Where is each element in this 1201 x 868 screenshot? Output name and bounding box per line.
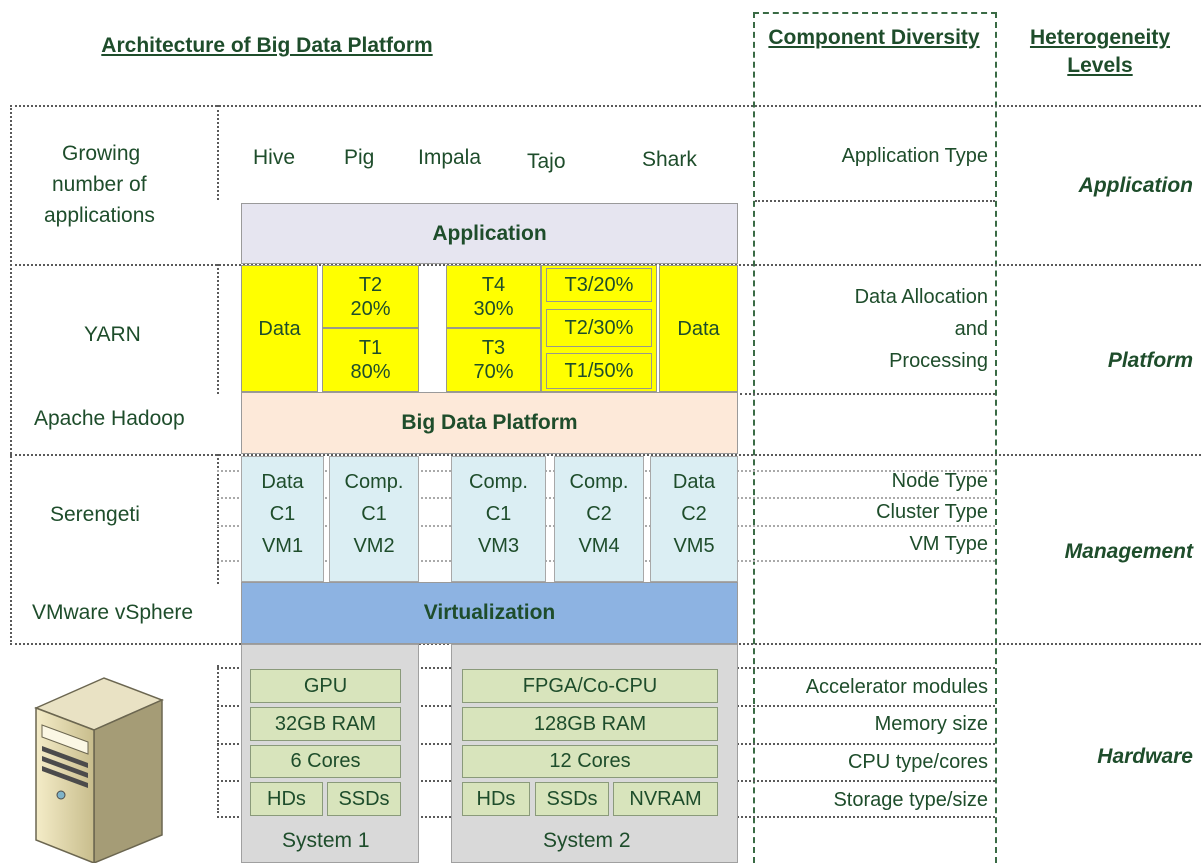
- server-icon: [24, 670, 164, 865]
- yarn-t1-50: T1/50%: [546, 353, 652, 389]
- yarn-t1-block: T1 80%: [322, 328, 419, 392]
- yarn-t3-block: T3 70%: [446, 328, 541, 392]
- component-diversity-header: Component Diversity: [768, 26, 980, 49]
- yarn-t1-pct: 80%: [350, 361, 391, 383]
- hadoop-label: Apache Hadoop: [34, 407, 185, 430]
- yarn-t2-block: T2 20%: [322, 265, 419, 328]
- vm2-cluster: C1: [361, 503, 387, 525]
- level-platform: Platform: [1107, 349, 1193, 372]
- system1-gpu: GPU: [250, 669, 401, 703]
- diversity-vm-type: VM Type: [909, 533, 988, 555]
- yarn-label: YARN: [84, 323, 141, 346]
- vm3-node-type: Comp.: [469, 471, 528, 493]
- level-hardware: Hardware: [1097, 745, 1193, 768]
- app-hive: Hive: [253, 146, 296, 169]
- yarn-t2-pct: 20%: [350, 297, 391, 320]
- yarn-t3-20: T3/20%: [546, 268, 652, 302]
- vm4-node-type: Comp.: [569, 471, 629, 493]
- vm-box-4: Comp. C2 VM4: [554, 456, 644, 582]
- vm5-node-type: Data: [672, 471, 716, 493]
- vm4-name: VM4: [578, 535, 620, 557]
- yarn-t4-block: T4 30%: [446, 265, 541, 328]
- system2-hds: HDs: [462, 782, 530, 816]
- system2-ssds: SSDs: [535, 782, 609, 816]
- diversity-memory: Memory size: [874, 713, 988, 735]
- yarn-t3-label: T3: [481, 337, 506, 359]
- vm5-cluster: C2: [681, 503, 707, 525]
- diversity-cluster-type: Cluster Type: [876, 501, 988, 523]
- diversity-data-allocation-3: Processing: [889, 350, 988, 372]
- yarn-t2-30: T2/30%: [546, 309, 652, 347]
- yarn-t1-label: T1: [358, 337, 383, 359]
- vm-box-2: Comp. C1 VM2: [329, 456, 419, 582]
- vm-box-5: Data C2 VM5: [650, 456, 738, 582]
- vm4-cluster: C2: [586, 503, 612, 525]
- virtualization-layer: Virtualization: [241, 582, 738, 644]
- diversity-row-line-1: [755, 200, 995, 202]
- growing-label-3: applications: [44, 204, 155, 227]
- diversity-data-allocation-1: Data Allocation: [854, 286, 988, 308]
- vm3-name: VM3: [477, 535, 520, 557]
- vsphere-label: VMware vSphere: [32, 601, 194, 624]
- diversity-cpu: CPU type/cores: [847, 751, 988, 773]
- diversity-data-allocation-2: and: [954, 318, 988, 340]
- diversity-right-border: [995, 12, 997, 863]
- inner-left-line-3: [217, 454, 219, 584]
- yarn-data-left: Data: [241, 265, 318, 392]
- vm1-cluster: C1: [269, 503, 296, 525]
- architecture-header: Architecture of Big Data Platform: [101, 34, 433, 57]
- level-management: Management: [1064, 540, 1193, 563]
- outer-left-line: [10, 105, 12, 645]
- inner-left-line-1: [217, 105, 219, 200]
- system1-label: System 1: [282, 829, 370, 852]
- system1-ram: 32GB RAM: [250, 707, 401, 741]
- heterogeneity-levels-header: Heterogeneity Levels: [1029, 26, 1171, 77]
- diversity-row-line-2: [740, 393, 995, 395]
- yarn-t4-pct: 30%: [473, 297, 514, 320]
- diversity-left-border: [753, 12, 755, 863]
- vm1-name: VM1: [261, 535, 304, 557]
- yarn-t4-label: T4: [481, 273, 506, 296]
- separator-1: [10, 105, 1201, 107]
- vm5-name: VM5: [673, 535, 715, 557]
- separator-3: [10, 454, 1201, 456]
- vm2-name: VM2: [353, 535, 395, 557]
- app-impala: Impala: [418, 146, 482, 169]
- inner-left-line-4: [217, 665, 219, 813]
- vm-box-3: Comp. C1 VM3: [451, 456, 546, 582]
- yarn-data-right: Data: [659, 265, 738, 392]
- app-shark: Shark: [642, 148, 697, 171]
- vm-box-1: Data C1 VM1: [241, 456, 324, 582]
- system1-ssds: SSDs: [327, 782, 401, 816]
- system1-hds: HDs: [250, 782, 323, 816]
- diversity-accelerator: Accelerator modules: [805, 676, 988, 698]
- diversity-storage: Storage type/size: [833, 789, 988, 811]
- growing-label-2: number of: [52, 173, 147, 196]
- vm3-cluster: C1: [485, 503, 512, 525]
- yarn-t2-label: T2: [358, 273, 383, 296]
- big-data-platform-layer: Big Data Platform: [241, 392, 738, 454]
- application-layer: Application: [241, 203, 738, 264]
- diversity-top-border: [753, 12, 997, 14]
- growing-label-1: Growing: [62, 142, 141, 165]
- system2-accelerator: FPGA/Co-CPU: [462, 669, 718, 703]
- yarn-t3-pct: 70%: [473, 361, 514, 383]
- diversity-application-type: Application Type: [841, 145, 988, 167]
- system2-nvram: NVRAM: [613, 782, 718, 816]
- system1-cores: 6 Cores: [250, 745, 401, 778]
- system2-ram: 128GB RAM: [462, 707, 718, 741]
- app-pig: Pig: [344, 146, 375, 169]
- level-application: Application: [1078, 174, 1193, 197]
- app-tajo: Tajo: [527, 150, 566, 173]
- vm1-node-type: Data: [261, 471, 304, 493]
- diversity-node-type: Node Type: [891, 470, 988, 492]
- system2-cores: 12 Cores: [462, 745, 718, 778]
- system2-label: System 2: [543, 829, 631, 852]
- serengeti-label: Serengeti: [50, 503, 140, 526]
- inner-left-line-2: [217, 264, 219, 394]
- vm2-node-type: Comp.: [344, 471, 404, 493]
